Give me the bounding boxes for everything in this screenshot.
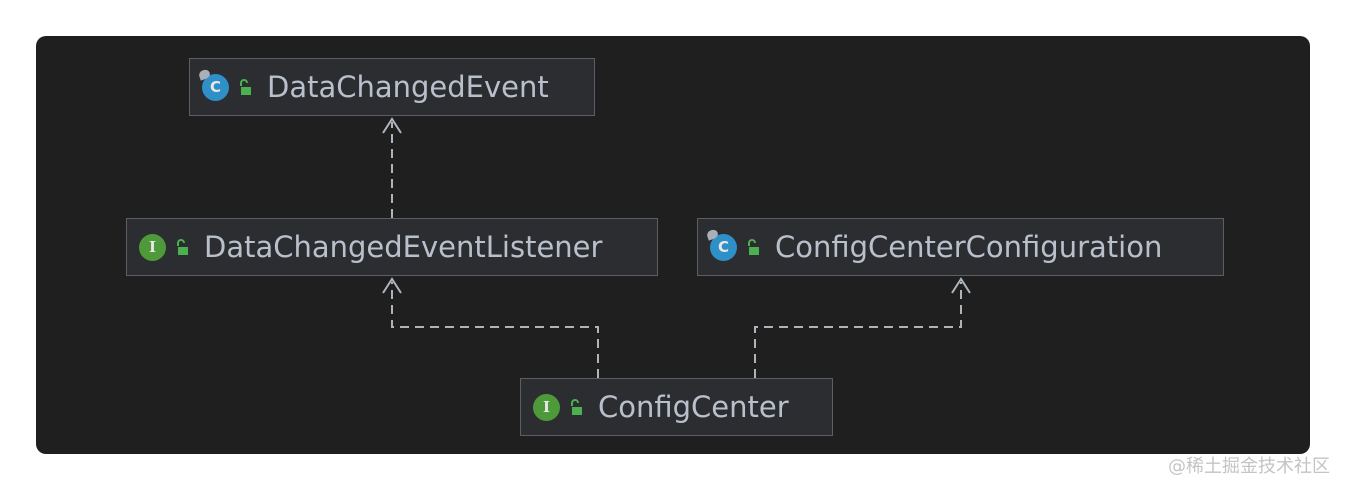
node-label: DataChangedEvent <box>267 70 549 104</box>
node-config-center-configuration[interactable]: C ConfigCenterConfiguration <box>697 218 1224 276</box>
node-data-changed-event[interactable]: C DataChangedEvent <box>189 58 595 116</box>
node-data-changed-event-listener[interactable]: I DataChangedEventListener <box>126 218 658 276</box>
class-icon: C <box>197 67 229 101</box>
node-label: ConfigCenterConfiguration <box>775 230 1163 264</box>
watermark-text: @稀土掘金技术社区 <box>1168 456 1330 477</box>
open-lock-icon <box>240 78 251 95</box>
node-label: ConfigCenter <box>598 390 789 424</box>
open-lock-icon <box>571 398 582 415</box>
node-label: DataChangedEventListener <box>204 230 603 264</box>
node-config-center[interactable]: I ConfigCenter <box>520 378 833 436</box>
interface-icon: I <box>139 233 166 261</box>
interface-icon: I <box>533 393 560 421</box>
open-lock-icon <box>177 238 188 255</box>
class-icon: C <box>705 227 737 261</box>
open-lock-icon <box>748 238 759 255</box>
